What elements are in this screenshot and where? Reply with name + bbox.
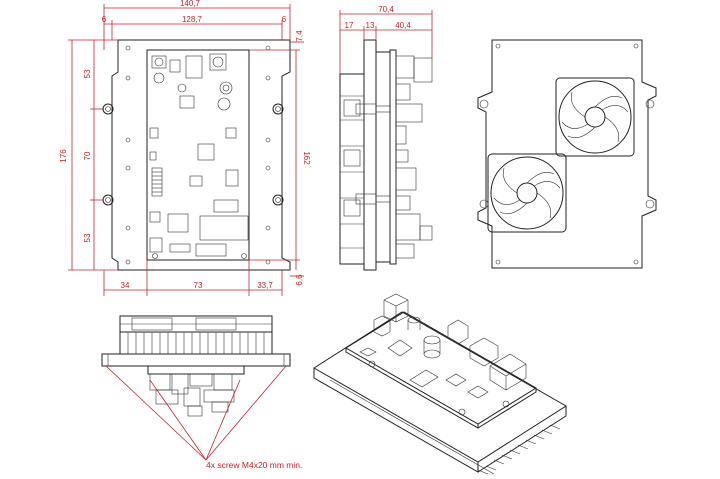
- top-view: 140,7 128,7 6 6 7,4 176 53 70 53 162 6,6: [59, 0, 311, 296]
- dim-bottom-left: 34: [121, 281, 130, 290]
- screw-annotation: 4x screw M4x20 mm min.: [206, 460, 302, 470]
- front-fins: [127, 332, 265, 354]
- front-components: [149, 373, 235, 417]
- right-dimension-lines: [249, 49, 304, 277]
- side-base-plate: [363, 39, 377, 271]
- dim-side-seg2: 13: [366, 21, 375, 30]
- side-dimension-lines: [339, 10, 433, 74]
- back-view: [477, 39, 657, 269]
- dim-left-seg2: 70: [83, 151, 92, 160]
- side-pcb: [389, 49, 397, 265]
- side-fins: [340, 95, 364, 249]
- iso-fins: [329, 379, 561, 475]
- iso-components: [359, 293, 527, 416]
- top-dimension-lines: [103, 4, 304, 50]
- dim-left-seg1: 53: [83, 69, 92, 78]
- dim-side-total: 70,4: [378, 5, 394, 14]
- front-view: 4x screw M4x20 mm min.: [101, 315, 302, 470]
- dim-bottom-right-offset: 6,6: [295, 274, 304, 286]
- bottom-dimension-lines: [103, 260, 283, 296]
- dim-side-seg1: 17: [345, 21, 354, 30]
- dim-top-total: 140,7: [180, 0, 201, 8]
- screw-leader-lines: [105, 365, 287, 461]
- front-base-plate: [101, 353, 291, 367]
- left-dimension-lines: [68, 39, 118, 271]
- pcb-board: [146, 49, 250, 261]
- mounting-hole-br: [272, 194, 284, 206]
- side-components: [395, 55, 433, 259]
- dim-left-total: 176: [59, 149, 68, 163]
- dim-bottom-right: 33,7: [257, 281, 273, 290]
- dim-left-seg3: 53: [83, 233, 92, 242]
- mounting-hole-tr: [272, 103, 284, 115]
- dim-top-right-offset: 6: [282, 15, 287, 24]
- side-view: 70,4 17 13 40,4: [339, 5, 433, 271]
- dim-top-left-offset: 6: [102, 15, 107, 24]
- plate-outline: [111, 39, 291, 271]
- fan-1: [555, 77, 635, 157]
- plate-screws: [125, 45, 271, 265]
- dim-top-inner: 128,7: [182, 15, 203, 24]
- dim-right-height: 162: [302, 151, 311, 165]
- back-plate-outline: [477, 39, 657, 269]
- isometric-view: [313, 293, 567, 475]
- fan-2: [487, 153, 567, 233]
- dim-side-seg3: 40,4: [395, 21, 411, 30]
- pcb-components: [149, 53, 249, 259]
- dim-right-top-offset: 7,4: [295, 30, 304, 42]
- dim-bottom-mid: 73: [194, 281, 203, 290]
